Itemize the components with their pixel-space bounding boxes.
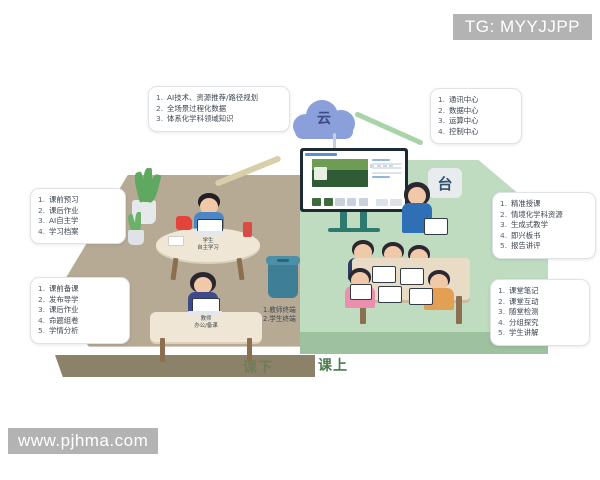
list-item: 5.报告讲评 [500,241,541,251]
list-item: 2.课后作业 [38,205,79,215]
zone-label-online: 课上 [318,358,348,374]
person-teacher-online [400,182,434,242]
storage-bin-slot [277,259,289,262]
list-item: 4.控制中心 [438,126,479,136]
list-item: 5.学情分析 [38,326,79,336]
callout-cloud-capabilities: 1.AI技术、资源推荐/路径规划 2.全场景过程化数据 3.体系化学科领域知识 [148,86,290,132]
whiteboard-screen [303,151,405,209]
book [168,236,184,246]
list-item: 2.发布导学 [38,294,79,304]
screen-titlebar [305,152,337,156]
board-cloud-link [333,133,336,151]
callout-teacher-offline: 1.课前备课 2.发布导学 3.课后作业 4.命题组卷 5.学情分析 [30,277,130,344]
screen-sidepanel [372,159,402,180]
callout-student-offline: 1.课前预习 2.课后作业 3.AI自主学 4.学习档案 [30,188,126,245]
callout-platform-centers: 1.通讯中心 2.数据中心 3.运算中心 4.控制中心 [430,88,522,145]
head [194,277,212,294]
plant-leaf [135,212,141,233]
label-line2: 自主学习 [197,245,219,251]
zone-label-offline: 课下 [243,360,273,376]
label-line2: 办公/备课 [194,323,218,329]
plant-pot-small [128,230,144,245]
screen-buttons [376,199,402,206]
list-item: 4.学习档案 [38,226,79,236]
watermark-bottom-left: www.pjhma.com [8,428,159,454]
laptop-base [193,231,225,235]
table-leg [160,338,165,362]
list-item: 1.精准授课 [500,199,541,208]
label-line1: 教师 [200,316,212,322]
list-item: 4.命题组卷 [38,315,79,325]
list-item: 1.通讯中心 [438,95,479,104]
cloud-label: 云 [317,111,331,127]
student-tablet [378,286,402,303]
terminal-note-line1: 1.教师终端 [263,306,296,314]
teacher-tablet [424,218,448,235]
table-leg [456,296,462,324]
platform-chip: 台 [428,168,462,198]
whiteboard-stand-left [340,212,347,231]
callout-teaching-online: 1.精准授课 2.情境化学科资源 3.生成式教学 4.即兴板书 5.报告讲评 [492,192,596,259]
list-item: 2.课堂互动 [498,296,539,306]
whiteboard-base [328,228,380,232]
laptop-base [188,311,222,315]
list-item: 1.课前预习 [38,195,79,204]
student-tablet [372,266,396,283]
beam-connector-right [354,111,424,146]
list-item: 3.体系化学科领域知识 [156,114,234,124]
list-item: 2.数据中心 [438,105,479,115]
table-leg [247,338,252,362]
list-item: 5.学生讲解 [498,328,539,338]
label-student-desk: 学生 自主学习 [180,238,236,252]
whiteboard-stand-right [360,212,367,231]
list-item: 2.全场景过程化数据 [156,103,227,113]
head [354,244,372,261]
list-item: 1.AI技术、资源推荐/路径规划 [156,93,259,102]
head [200,198,218,215]
screen-thumbnails [312,198,369,206]
backpack [176,216,192,230]
cloud-icon: 云 [293,98,355,140]
list-item: 2.情境化学科资源 [500,209,563,219]
list-item: 3.随堂检测 [498,307,539,317]
head [408,187,426,205]
list-item: 1.课堂笔记 [498,286,539,295]
floor-online-edge [300,332,548,354]
interactive-whiteboard[interactable] [300,148,408,232]
list-item: 4.即兴板书 [500,230,541,240]
list-item: 4.分组探究 [498,317,539,327]
list-item: 1.课前备课 [38,284,79,293]
table-leg [360,296,366,324]
storage-bin [268,262,298,298]
list-item: 3.AI自主学 [38,216,79,226]
screen-toolbar [362,153,402,168]
callout-classroom-online: 1.课堂笔记 2.课堂互动 3.随堂检测 4.分组探究 5.学生讲解 [490,279,590,346]
student-tablet [409,288,433,305]
head [430,274,448,291]
label-line1: 学生 [202,238,214,244]
terminal-note-line2: 2.学生终端 [263,315,296,324]
watermark-top-right: TG: MYYJJPP [452,14,592,40]
whiteboard-bezel [300,148,408,212]
terminal-note: 1.教师终端 2.学生终端 [263,306,296,325]
floor-offline-edge [55,355,315,377]
list-item: 3.课后作业 [38,305,79,315]
cup [243,222,252,237]
student-tablet [350,284,372,300]
desk-teacher-offline [150,312,262,342]
student-tablet [400,268,424,285]
list-item: 3.生成式教学 [500,220,548,230]
plant-leaf [143,168,152,202]
screen-media [312,159,368,187]
list-item: 3.运算中心 [438,116,479,126]
label-teacher-desk: 教师 办公/备课 [178,316,234,330]
